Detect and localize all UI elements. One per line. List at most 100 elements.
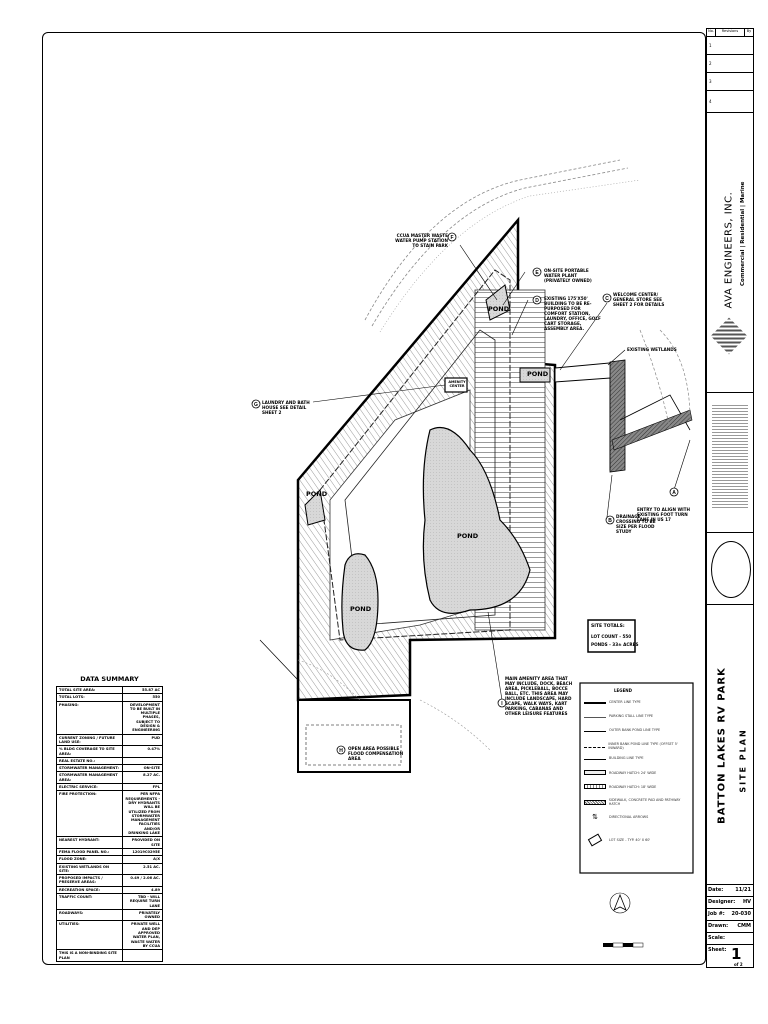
callout-drainage: DRAINAGE CROSSING TO BE SIZE PER FLOOD S…: [616, 514, 656, 534]
firm-logo: [710, 317, 748, 355]
data-summary-key: PHASING:: [56, 700, 123, 735]
legend-title: LEGEND: [614, 688, 632, 693]
pond-label: POND: [488, 305, 510, 313]
callout-welcome-center: WELCOME CENTER/ GENERAL STORE SEE SHEET …: [613, 292, 665, 307]
callout-existing-wetlands: EXISTING WETLANDS: [627, 347, 677, 352]
data-summary-value: PROVIDED ON SITE: [121, 836, 164, 849]
existing-wetlands-area: [609, 359, 626, 473]
date-row: Date: 11/21: [707, 885, 753, 897]
pond-north-shape: [485, 284, 511, 321]
data-summary-key: TRAFFIC COUNT:: [56, 892, 123, 910]
data-summary-row: THIS IS A NON-BINDING SITE PLAN: [56, 949, 164, 962]
data-summary-row: ROADWAYS:PRIVATELY OWNED: [56, 908, 164, 922]
data-summary-key: RECREATION SPACE:: [56, 885, 123, 895]
data-summary-key: TOTAL LOTS:: [56, 693, 123, 702]
amenity-center-label: AMENITY CENTER: [448, 380, 466, 388]
callout-amenity-area: MAIN AMENITY AREA THAT MAY INCLUDE, DOCK…: [505, 676, 573, 716]
data-summary-row: REAL ESTATE NO.:: [56, 756, 164, 766]
data-summary-value: ON-SITE: [121, 764, 164, 773]
data-summary-value: 2.51 AC.: [121, 862, 164, 876]
firm-block: AVA ENGINEERS, INC. Commercial | Residen…: [707, 113, 753, 393]
site-totals-lots: LOT COUNT - 550: [591, 634, 632, 639]
data-summary-key: STORMWATER MANAGEMENT:: [56, 764, 123, 773]
data-summary-key: FEMA FLOOD PANEL NO.:: [56, 847, 123, 857]
data-summary-row: PHASING:DEVELOPMENT TO BE BUILT IN MULTI…: [56, 700, 164, 735]
data-summary-row: PROPOSED IMPACTS / PRESERVE AREAS:0.49 /…: [56, 874, 164, 887]
revision-row: 1: [707, 37, 753, 55]
sheet-title: SITE PLAN: [738, 728, 748, 793]
data-summary-row: STORMWATER MANAGEMENT AREA:8.27 AC.: [56, 771, 164, 785]
data-summary-key: TOTAL SITE AREA:: [56, 685, 123, 695]
callout-tag-D: D: [535, 298, 539, 304]
sheet-number: 1: [731, 945, 742, 963]
data-summary-value: FPL: [121, 783, 164, 792]
data-summary-key: CURRENT ZONING / FUTURE LAND USE:: [56, 733, 123, 747]
callout-tag-I: I: [501, 701, 503, 707]
project-block: BATTON LAKES RV PARK SITE PLAN: [707, 605, 753, 885]
data-summary-value: A/X: [121, 855, 164, 864]
legend-item: ROADWAY HATCH: 18' WIDE: [584, 784, 656, 789]
pond-label: POND: [527, 370, 549, 378]
data-summary-value: 4.89: [121, 885, 164, 895]
revision-row: 2: [707, 55, 753, 73]
callout-existing-building: EXISTING 175'X50' BUILDING TO BE RE-PURP…: [544, 296, 601, 331]
callout-tag-H: H: [339, 748, 343, 754]
firm-name: AVA ENGINEERS, INC.: [723, 191, 735, 309]
data-summary-row: FEMA FLOOD PANEL NO.:12019C0295E: [56, 847, 164, 857]
pond-southwest-shape: [304, 488, 326, 526]
callout-tag-A: A: [672, 490, 676, 496]
data-summary-value: [121, 756, 164, 766]
data-summary-key: NEAREST HYDRANT:: [56, 836, 123, 849]
legend-item: SIDEWALK, CONCRETE PAD AND PATHWAY HATCH: [584, 798, 692, 806]
firm-tagline: Commercial | Residential | Marine: [740, 181, 746, 286]
legend-item: BUILDING LINE TYPE: [584, 756, 644, 760]
north-arrow-icon: [609, 892, 631, 914]
data-summary-key: % BLDG COVERAGE TO SITE AREA:: [56, 745, 123, 758]
callout-tag-B: B: [608, 518, 612, 524]
legend-item: PARKING STALL LINE TYPE: [584, 714, 653, 718]
callout-laundry: LAUNDRY AND BATH HOUSE SEE DETAIL SHEET …: [262, 400, 310, 415]
sheet-of: of 2: [734, 962, 743, 967]
data-summary-title: DATA SUMMARY: [80, 675, 139, 683]
designer-row: Designer: HV: [707, 897, 753, 909]
site-totals-ponds: PONDS - 33± ACRES: [591, 642, 639, 647]
data-summary-row: % BLDG COVERAGE TO SITE AREA:0.47%: [56, 745, 164, 758]
data-summary-key: FIRE PROTECTION:: [56, 790, 123, 838]
data-summary-row: NEAREST HYDRANT:PROVIDED ON SITE: [56, 836, 164, 849]
revision-row: 3: [707, 73, 753, 91]
data-summary-key: PROPOSED IMPACTS / PRESERVE AREAS:: [56, 874, 123, 887]
data-summary-key: UTILITIES:: [56, 920, 123, 951]
data-summary-row: FLOOD ZONE:A/X: [56, 855, 164, 864]
data-summary-row: TRAFFIC COUNT:TBD - WILL REQUIRE TURN LA…: [56, 892, 164, 910]
data-summary-row: RECREATION SPACE:4.89: [56, 885, 164, 895]
data-summary-row: ELECTRIC SERVICE:FPL: [56, 783, 164, 792]
callout-tag-G: G: [254, 402, 258, 408]
callout-tag-E: E: [535, 270, 539, 276]
data-summary-row: FIRE PROTECTION:PER NFPA REQUIREMENTS - …: [56, 790, 164, 838]
easement-line: [379, 179, 641, 333]
callout-tag-C: C: [605, 296, 609, 302]
legend: LEGEND CENTER LINE TYPE PARKING STALL LI…: [582, 686, 692, 871]
data-summary-key: ELECTRIC SERVICE:: [56, 783, 123, 792]
pond-label: POND: [306, 490, 328, 498]
data-summary-value: 55.87 AC: [121, 685, 164, 695]
data-summary-key: STORMWATER MANAGEMENT AREA:: [56, 771, 123, 785]
callout-ccua: CCUA MASTER WASTE WATER PUMP STATION TO …: [395, 233, 448, 248]
pond-west-shape: [341, 553, 379, 651]
engineer-seal: [707, 533, 753, 605]
data-summary-row: CURRENT ZONING / FUTURE LAND USE:PUD: [56, 733, 164, 747]
pond-label: POND: [350, 605, 372, 613]
legend-item: INNER BANK POND LINE TYPE (OFFSET 5' INW…: [584, 742, 692, 750]
site-totals-title: SITE TOTALS:: [591, 624, 625, 629]
data-summary-key: REAL ESTATE NO.:: [56, 756, 123, 766]
open-area: [297, 699, 411, 773]
legend-item: OUTER BANK POND LINE TYPE: [584, 728, 660, 732]
directional-arrows-icon: ⇅: [592, 813, 598, 821]
data-summary-key: ROADWAYS:: [56, 908, 123, 922]
job-row: Job #: 20-030: [707, 909, 753, 921]
legend-item: LOT SIZE - TYP. 40' X 60': [584, 833, 650, 847]
legend-item: CENTER LINE TYPE: [584, 700, 641, 704]
